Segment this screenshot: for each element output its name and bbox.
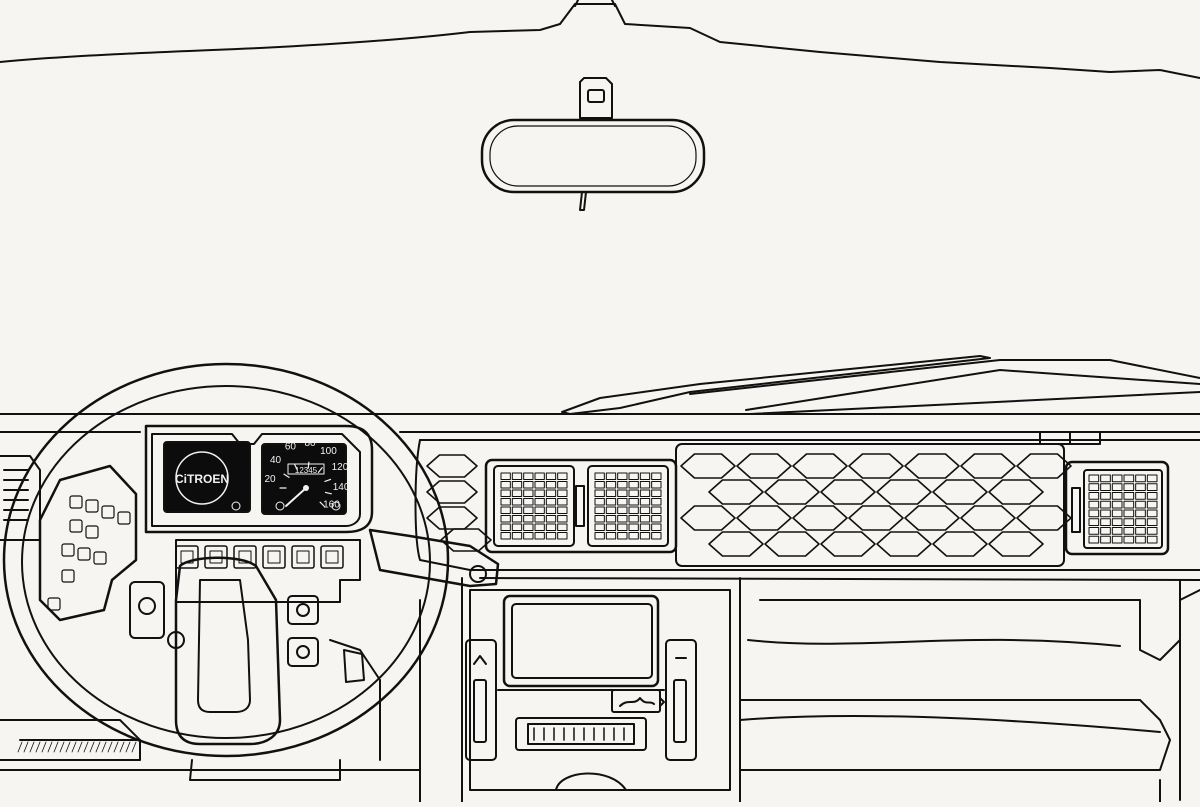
speedometer-tick-label: 40 <box>270 455 282 466</box>
trip-reset-icon <box>275 501 285 511</box>
dashboard-top <box>0 413 1200 581</box>
brand-logo-text: CiTROEN <box>175 472 229 486</box>
windscreen-frame <box>0 0 1200 79</box>
speedometer-tick-label: 60 <box>285 442 297 453</box>
speedometer-tick <box>307 461 310 469</box>
wiper-icon <box>561 355 1200 415</box>
center-console <box>461 577 741 803</box>
speedometer-tick-label: 80 <box>304 438 316 449</box>
speedometer-tick <box>319 501 325 507</box>
speedometer-tick <box>294 463 298 471</box>
speedometer-hub <box>303 485 309 491</box>
speedometer-tick <box>317 467 323 473</box>
left-control-pod <box>38 464 185 649</box>
speedometer-tick-label: 140 <box>333 482 350 493</box>
glovebox <box>739 579 1200 803</box>
odometer-frame <box>287 463 325 475</box>
rearview-mirror-icon <box>480 77 706 211</box>
right-control-stalk <box>343 528 500 683</box>
indicator-lamp-icon <box>331 501 341 511</box>
steering-column <box>174 539 361 781</box>
speedometer-needle <box>285 487 307 507</box>
brand-logo: CiTROEN <box>175 451 241 511</box>
steering-wheel-icon <box>2 362 450 758</box>
speedometer-tick <box>324 478 332 482</box>
speedometer-tick-label: 20 <box>264 474 276 485</box>
center-air-vent-icon <box>484 458 678 554</box>
odometer-value: 12345 <box>295 466 318 475</box>
honeycomb-panel-left <box>426 454 492 552</box>
left-air-vent-icon <box>0 455 41 541</box>
speedometer-tick <box>283 473 290 478</box>
speedometer-tick-label: 120 <box>332 462 349 473</box>
speedometer-tick <box>324 491 332 495</box>
speedometer-tick-label: 100 <box>320 446 337 457</box>
right-air-vent-icon <box>1064 460 1170 556</box>
heater-slider-icon <box>465 639 697 761</box>
honeycomb-panel <box>675 443 1072 567</box>
lower-left-dashboard <box>0 599 421 803</box>
